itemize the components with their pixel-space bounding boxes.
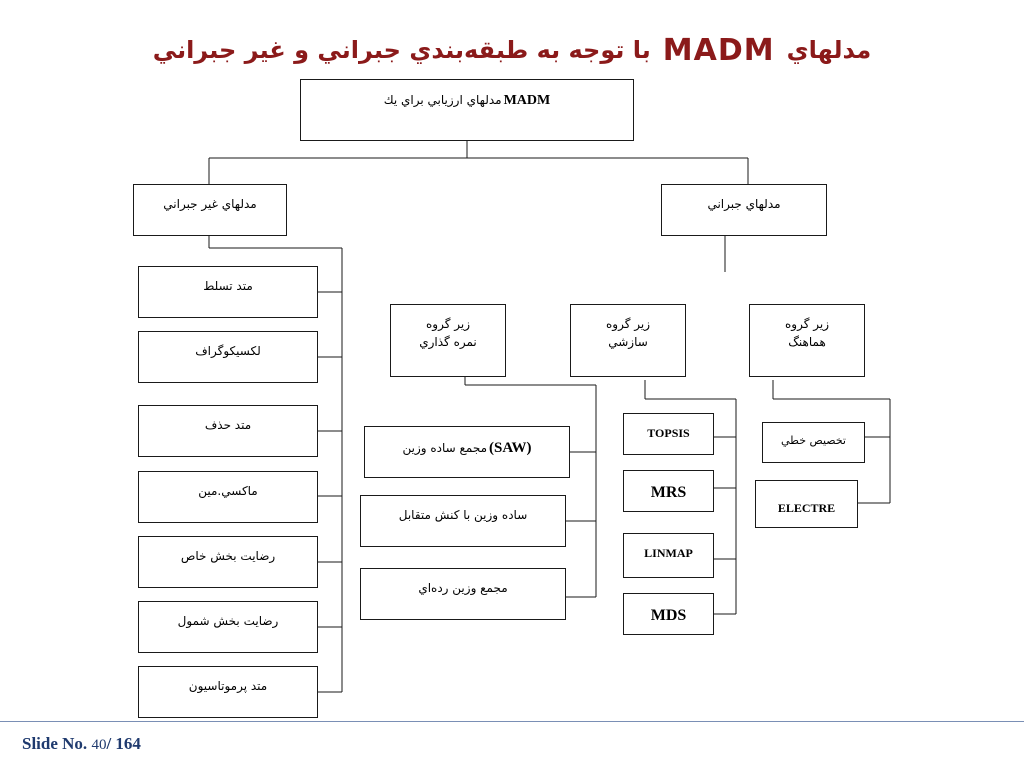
method-saw: مجمع ساده وزين (SAW) xyxy=(364,426,570,478)
subgroup-concordance: زير گروه هماهنگ xyxy=(749,304,865,377)
method-dominance: متد تسلط xyxy=(138,266,318,318)
root-label-fa: مدلهاي ارزيابي براي يك xyxy=(383,93,502,107)
subgroup-line-2: نمره گذاري xyxy=(419,335,477,349)
method-label: متد پرموتاسيون xyxy=(188,679,268,693)
slide-number-current: 40 xyxy=(91,737,107,753)
method-label: TOPSIS xyxy=(647,426,690,440)
method-mrs: MRS xyxy=(623,470,714,512)
method-label: متد حذف xyxy=(204,418,252,432)
saw-label-fa: مجمع ساده وزين xyxy=(402,441,488,455)
method-label: LINMAP xyxy=(644,546,693,560)
method-label: مجمع وزين رده‌اي xyxy=(418,581,508,595)
subgroup-scoring: زير گروه نمره گذاري xyxy=(390,304,506,377)
method-label: ماكسي.مين xyxy=(198,484,258,498)
title-madm: MADM xyxy=(662,32,775,68)
subgroup-line-1: زير گروه xyxy=(606,317,650,331)
footer-divider xyxy=(0,721,1024,722)
method-elimination: متد حذف xyxy=(138,405,318,457)
method-lexicographic: لكسيكوگراف xyxy=(138,331,318,383)
method-label: ELECTRE xyxy=(777,501,836,515)
method-label: MRS xyxy=(650,484,687,501)
subgroup-compromise: زير گروه سازشي xyxy=(570,304,686,377)
saw-label-en: (SAW) xyxy=(489,440,532,456)
title-persian-part-1: مدلهاي xyxy=(786,36,872,64)
subgroup-line-2: سازشي xyxy=(608,335,648,349)
subgroup-line-1: زير گروه xyxy=(785,317,829,331)
method-label: تخصيص خطي xyxy=(781,434,846,447)
slide-number-prefix: Slide No. xyxy=(22,734,88,753)
non-compensatory-label: مدلهاي غير جبراني xyxy=(163,197,257,211)
method-permutation: متد پرموتاسيون xyxy=(138,666,318,718)
title-persian-part-2: با توجه به طبقه‌بندي جبراني و غير جبراني xyxy=(152,36,651,64)
subgroup-line-1: زير گروه xyxy=(426,317,470,331)
method-mds: MDS xyxy=(623,593,714,635)
method-linmap: LINMAP xyxy=(623,533,714,578)
slide-number: Slide No. 40/ 164 xyxy=(22,734,141,754)
slide-number-separator: / xyxy=(106,734,112,753)
method-label: MDS xyxy=(650,607,687,624)
compensatory-node: مدلهاي جبراني xyxy=(661,184,827,236)
root-node: مدلهاي ارزيابي براي يك MADM xyxy=(300,79,634,141)
method-interactive-saw: ساده وزين با كنش متقابل xyxy=(360,495,566,547)
method-electre: ELECTRE xyxy=(755,480,858,528)
method-disjunctive: رضايت بخش خاص xyxy=(138,536,318,588)
method-hierarchical-saw: مجمع وزين رده‌اي xyxy=(360,568,566,620)
method-topsis: TOPSIS xyxy=(623,413,714,455)
root-label-en: MADM xyxy=(503,93,551,108)
non-compensatory-node: مدلهاي غير جبراني xyxy=(133,184,287,236)
method-linear-assignment: تخصيص خطي xyxy=(762,422,865,463)
method-label: متد تسلط xyxy=(203,279,253,293)
method-conjunctive: رضايت بخش شمول xyxy=(138,601,318,653)
method-label: ساده وزين با كنش متقابل xyxy=(398,508,528,522)
slide-title: با توجه به طبقه‌بندي جبراني و غير جبراني… xyxy=(0,28,1024,72)
slide-number-total: 164 xyxy=(115,734,141,753)
method-maximin: ماكسي.مين xyxy=(138,471,318,523)
method-label: رضايت بخش خاص xyxy=(180,549,276,563)
compensatory-label: مدلهاي جبراني xyxy=(707,197,781,211)
method-label: رضايت بخش شمول xyxy=(177,614,279,628)
subgroup-line-2: هماهنگ xyxy=(788,335,826,349)
method-label: لكسيكوگراف xyxy=(195,344,261,358)
